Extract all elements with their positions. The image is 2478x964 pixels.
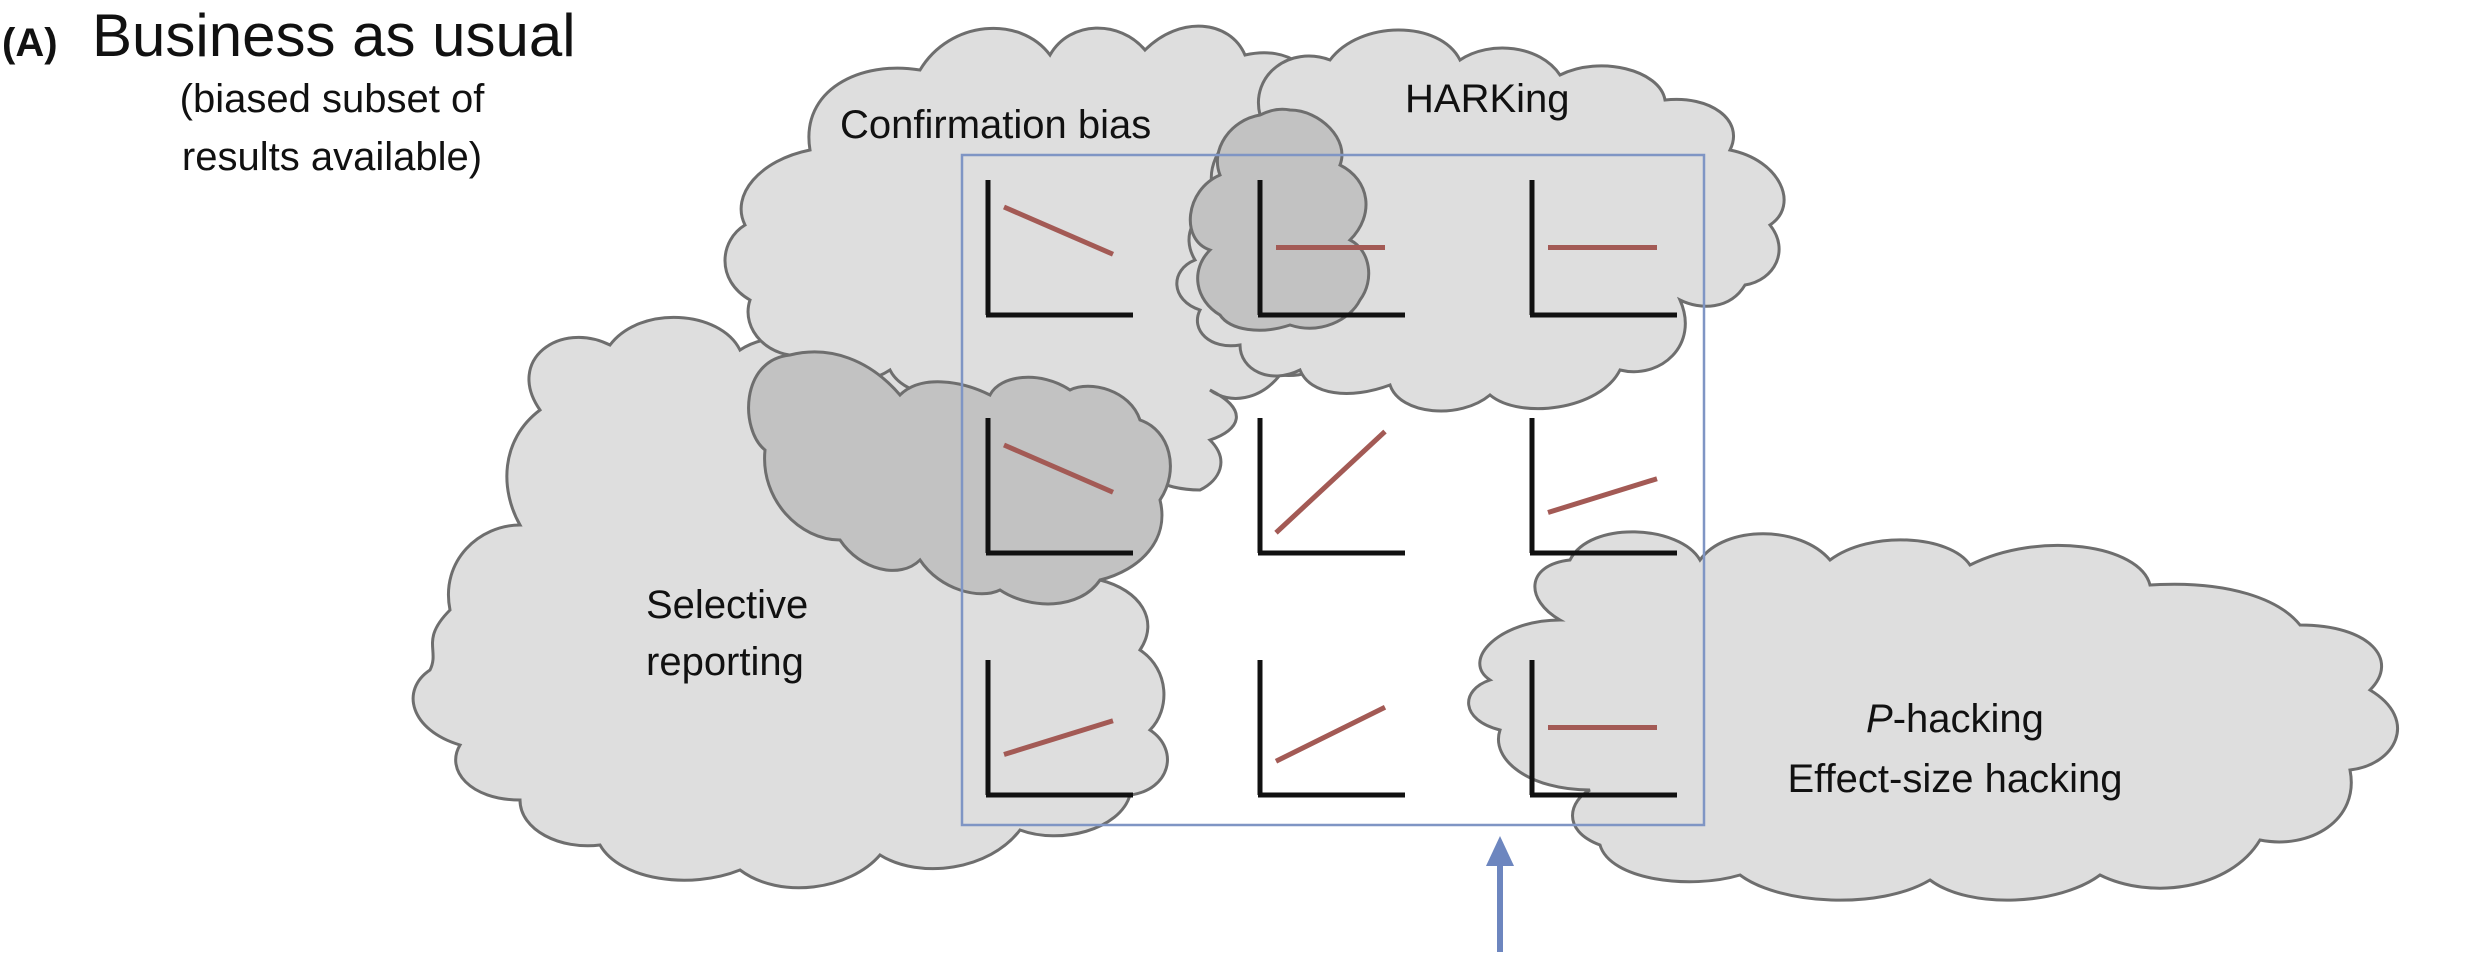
mini-plot-trend-line [1003,718,1114,757]
panel-label: (A) [2,21,58,65]
harking-label: HARKing [1405,77,1570,121]
mini-plot-grid [985,180,1677,798]
confirmation-bias-label: Confirmation bias [840,103,1151,147]
cloud-p-hacking [1467,530,2400,902]
diagram-subtitle-line2: results available) [182,135,482,179]
mini-plot-trend-line [1274,429,1387,535]
mini-plot-r1-c3 [1529,180,1677,318]
results-frame [960,153,1706,827]
diagram-subtitle-line1: (biased subset of [180,77,486,121]
mini-plot-trend-line [1274,705,1387,764]
up-arrow-icon [1486,836,1514,952]
mini-plot-r3-c2 [1257,660,1405,798]
mini-plot-r1-c1 [985,180,1133,318]
diagram-title: Business as usual [92,2,576,69]
mini-plot-trend-line [1003,204,1114,257]
p-hacking-label: P-hacking [1866,697,2044,741]
mini-plot-trend-line [1547,476,1658,515]
selective-reporting-label-line2: reporting [646,640,804,684]
mini-plot-r2-c1 [985,418,1133,556]
cloud-overlap-confirmation-harking [1188,107,1371,332]
mini-plot-r3-c3 [1529,660,1677,798]
mini-plot-trend-line [1003,442,1114,495]
cloud-overlap-confirmation-selective [747,350,1172,606]
mini-plot-r2-c3 [1529,418,1677,556]
effect-size-hacking-label: Effect-size hacking [1788,757,2123,801]
cloud-layer [411,24,2400,902]
mini-plot-r1-c2 [1257,180,1405,318]
mini-plot-r2-c2 [1257,418,1405,556]
mini-plot-r3-c1 [985,660,1133,798]
selective-reporting-label-line1: Selective [646,583,808,627]
